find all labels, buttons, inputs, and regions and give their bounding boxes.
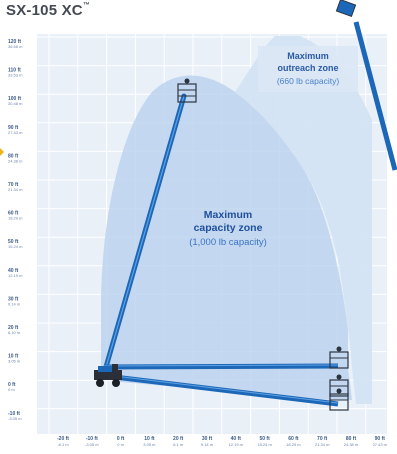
y-tick-label-m: 36.58 m	[8, 44, 23, 49]
x-tick-label-ft: 80 ft	[346, 436, 357, 442]
y-tick-label-ft: 100 ft	[8, 96, 21, 102]
aerial-platform-basket-icon	[335, 0, 357, 18]
capacity-zone-title-2: capacity zone	[194, 222, 263, 234]
outreach-zone-title-1: Maximum	[287, 51, 329, 61]
x-tick-label-m: 24.38 m	[344, 442, 359, 447]
x-tick-label-m: -6.1 m	[57, 442, 69, 447]
model-name: SX-105 XC	[6, 2, 83, 19]
maximum-outreach-zone	[235, 36, 372, 404]
boom-horizontal-position	[103, 363, 339, 370]
y-tick-label-ft: 110 ft	[8, 68, 21, 74]
y-tick-label-m: 12.19 m	[8, 273, 23, 278]
x-tick-label-m: 6.1 m	[173, 442, 184, 447]
x-tick-label-ft: 10 ft	[144, 436, 155, 442]
x-tick-label-m: 27.43 m	[373, 442, 388, 447]
y-tick-label-m: 33.53 m	[8, 73, 23, 78]
y-tick-label-ft: 70 ft	[8, 182, 19, 188]
x-tick-label-ft: 30 ft	[202, 436, 213, 442]
y-tick-label-m: 30.48 m	[8, 101, 23, 106]
y-tick-label-m: 24.38 m	[8, 158, 23, 163]
x-tick-label-ft: 50 ft	[259, 436, 270, 442]
y-tick-label-m: 3.05 m	[8, 359, 21, 364]
aerial-platform-basket-icon	[329, 346, 349, 369]
x-tick-label-ft: 40 ft	[231, 436, 242, 442]
capacity-zone-subtitle: (1,000 lb capacity)	[189, 237, 267, 248]
x-tick-label-ft: 60 ft	[288, 436, 299, 442]
boom-machine-base-icon	[94, 364, 122, 387]
y-tick-label-ft: 0 ft	[8, 382, 16, 388]
aerial-platform-basket-icon	[329, 388, 349, 411]
trademark-mark: ™	[82, 2, 91, 9]
x-tick-label-ft: 20 ft	[173, 436, 184, 442]
x-tick-label-m: 21.34 m	[315, 442, 330, 447]
y-tick-label-m: 18.29 m	[8, 216, 23, 221]
boom-below-grade-position	[105, 373, 339, 407]
x-tick-label-m: 3.05 m	[143, 442, 156, 447]
x-axis-labels: -20 ft-6.1 m -10 ft-3.05 m 0 ft0 m 10 ft3.0…	[57, 436, 388, 447]
x-tick-label-m: 15.24 m	[257, 442, 272, 447]
y-tick-label-m: 27.43 m	[8, 130, 23, 135]
y-tick-label-m: 15.24 m	[8, 244, 23, 249]
y-tick-label-ft: 20 ft	[8, 325, 19, 331]
y-tick-label-m: 6.10 m	[8, 330, 21, 335]
y-tick-label-ft: 120 ft	[8, 39, 21, 45]
y-tick-label-m: 0 m	[8, 387, 15, 392]
x-tick-label-ft: -10 ft	[86, 436, 98, 442]
x-tick-label-ft: 70 ft	[317, 436, 328, 442]
y-tick-label-ft: 10 ft	[8, 354, 19, 360]
outreach-zone-subtitle: (660 lb capacity)	[277, 76, 340, 86]
y-tick-label-m: 21.34 m	[8, 187, 23, 192]
x-tick-label-m: 0 m	[117, 442, 124, 447]
capacity-zone-title-1: Maximum	[204, 209, 252, 221]
y-tick-label-ft: 30 ft	[8, 296, 19, 302]
x-tick-label-ft: 0 ft	[117, 436, 125, 442]
aerial-platform-basket-icon	[329, 374, 349, 397]
y-tick-label-m: 9.14 m	[8, 301, 21, 306]
boom-max-outreach-position	[353, 21, 397, 171]
x-tick-label-m: -3.05 m	[85, 442, 99, 447]
maximum-capacity-zone	[101, 75, 352, 400]
outreach-zone-title-2: outreach zone	[277, 63, 338, 73]
x-tick-label-m: 9.14 m	[201, 442, 214, 447]
y-tick-label-ft: 40 ft	[8, 268, 19, 274]
y-tick-label-ft: -10 ft	[8, 411, 20, 417]
y-tick-label-ft: 90 ft	[8, 125, 19, 131]
boom-vertical-position	[103, 93, 187, 370]
outreach-label-box	[258, 46, 358, 92]
y-tick-label-ft: 60 ft	[8, 211, 19, 217]
y-tick-label-m: -3.05 m	[8, 416, 22, 421]
x-tick-label-ft: 90 ft	[375, 436, 386, 442]
x-tick-label-m: 12.19 m	[229, 442, 244, 447]
x-tick-label-m: 18.29 m	[286, 442, 301, 447]
model-title: SX-105 XC™	[6, 2, 90, 19]
y-tick-label-ft: 50 ft	[8, 239, 19, 245]
y-tick-label-ft: 80 ft	[8, 153, 19, 159]
aerial-platform-basket-icon	[177, 78, 197, 103]
accent-tab	[0, 148, 4, 156]
x-tick-label-ft: -20 ft	[57, 436, 69, 442]
